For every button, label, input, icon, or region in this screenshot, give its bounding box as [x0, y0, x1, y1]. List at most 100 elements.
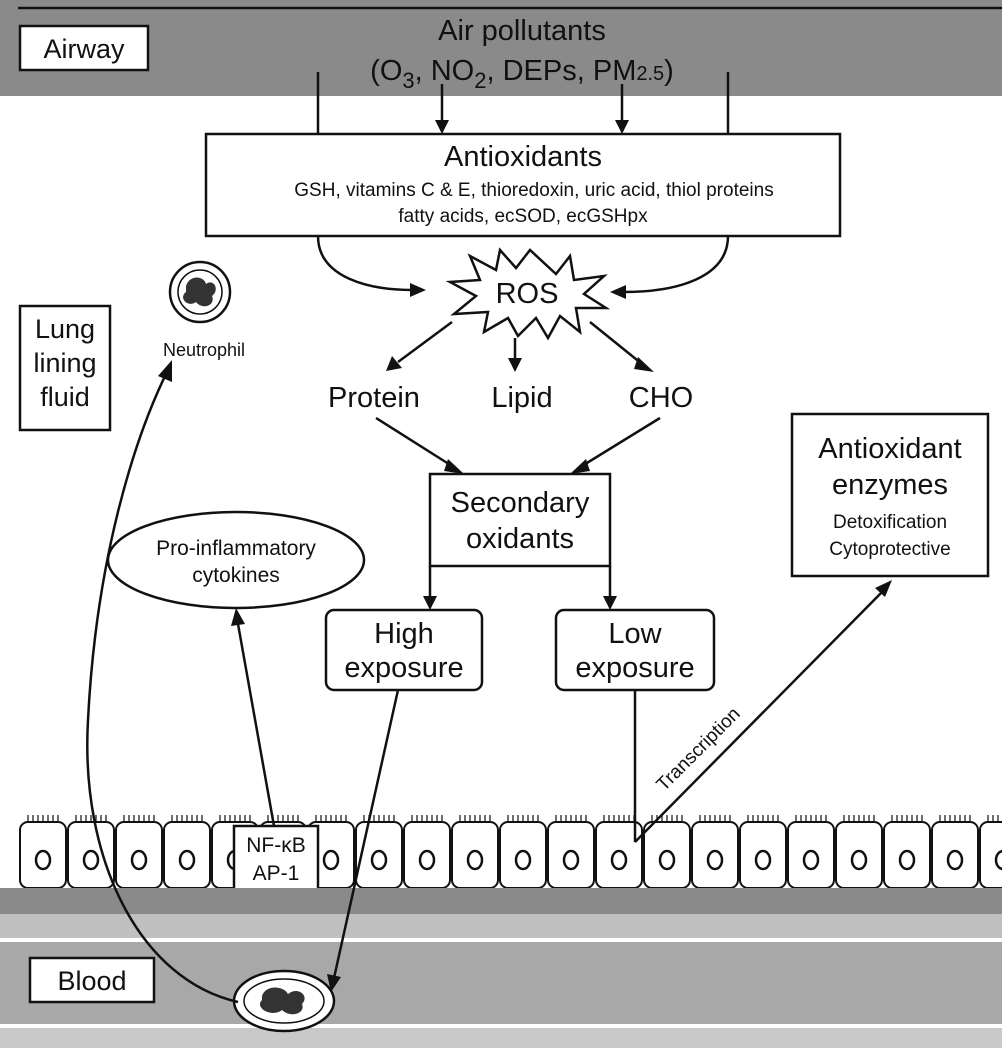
target-protein: Protein [328, 382, 420, 414]
cilia [603, 815, 635, 822]
cell-nucleus [466, 849, 484, 871]
arrowhead [610, 285, 626, 299]
airway-label: Airway [43, 34, 125, 64]
cell-nucleus [34, 849, 52, 871]
bottom-band [0, 1028, 1002, 1048]
neutrophil-migration-curve [86, 373, 239, 1004]
antioxidants-title: Antioxidants [444, 141, 602, 173]
antioxidants-line1: GSH, vitamins C & E, thioredoxin, uric a… [294, 180, 773, 201]
antioxidant-enzymes-effect1: Detoxification [833, 512, 947, 533]
air-pollutants-list: (O3, NO2, DEPs, PM2.5) [370, 55, 674, 93]
cell-nucleus [994, 849, 1002, 871]
cilia-row [27, 815, 999, 822]
nfkb-ap1-box [232, 824, 320, 892]
cilia [795, 815, 827, 822]
antioxidant-enzymes-effect2: Cytoprotective [829, 539, 950, 560]
target-cho: CHO [629, 382, 693, 414]
antioxidants-box [204, 132, 842, 238]
high-exposure-line1: High [374, 618, 434, 650]
cilia [843, 815, 875, 822]
ros-label: ROS [496, 278, 559, 310]
secondary-oxidants-line1: Secondary [451, 487, 590, 519]
neutrophil-icon [168, 260, 232, 324]
basement-band-mid [0, 914, 1002, 938]
arrowhead [875, 580, 892, 597]
antioxidant-curve-left [316, 235, 413, 292]
transcription-arrow [634, 589, 885, 843]
protein-to-secondary-arrow [375, 416, 453, 468]
nfkb-label: NF-κB [246, 834, 306, 857]
blood-band [0, 942, 1002, 1024]
cell-nucleus [802, 849, 820, 871]
cilia [27, 815, 59, 822]
cilia [123, 815, 155, 822]
arrowhead [386, 356, 402, 371]
cilia [939, 815, 971, 822]
air-pollutants-title: Air pollutants [438, 15, 606, 47]
nfkb-to-cytokines-arrow [236, 623, 276, 827]
cho-to-secondary-arrow [581, 416, 661, 468]
arrowhead [435, 120, 449, 134]
cilia [699, 815, 731, 822]
ros-to-protein-arrow [397, 320, 453, 364]
lung-lining-fluid-box [18, 304, 112, 432]
arrowhead [508, 358, 522, 372]
arrowhead [410, 283, 426, 297]
cell-nucleus [418, 849, 436, 871]
arrowhead [603, 596, 617, 610]
cilia [747, 815, 779, 822]
epithelial-cell-row [19, 821, 1002, 889]
cilia [987, 815, 999, 822]
cell-nucleus [850, 849, 868, 871]
airway-label-box [18, 24, 150, 72]
cell-nucleus [946, 849, 964, 871]
antioxidants-line2: fatty acids, ecSOD, ecGSHpx [398, 206, 648, 227]
antioxidant-enzymes-box [790, 412, 990, 578]
ros-to-cho-arrow [589, 321, 643, 365]
cell-nucleus [130, 849, 148, 871]
cell-nucleus [706, 849, 724, 871]
arrowhead [615, 120, 629, 134]
cell-nucleus [658, 849, 676, 871]
cytokines-ellipse [106, 510, 366, 610]
antioxidant-curve-right [623, 235, 730, 294]
lung-lining-fluid-line1: Lung [35, 314, 95, 344]
basement-band-dark [0, 888, 1002, 914]
cilia [411, 815, 443, 822]
lung-lining-fluid-line2: lining [33, 348, 96, 378]
arrowhead [634, 357, 654, 372]
cilia [459, 815, 491, 822]
ros-starburst [445, 247, 611, 341]
antioxidant-enzymes-title2: enzymes [832, 469, 948, 501]
cilia [315, 815, 347, 822]
airway-band [0, 0, 1002, 96]
cell-nucleus [322, 849, 340, 871]
target-lipid: Lipid [491, 382, 552, 414]
cilia [555, 815, 587, 822]
low-exposure-line1: Low [608, 618, 662, 650]
ap1-label: AP-1 [253, 862, 300, 885]
cytokines-line2: cytokines [192, 564, 280, 587]
arrowhead [570, 459, 590, 474]
antioxidant-enzymes-title1: Antioxidant [818, 433, 962, 465]
cilia [219, 815, 251, 822]
lung-lining-fluid-line3: fluid [40, 382, 90, 412]
cilia [891, 815, 923, 822]
low-exposure-line2: exposure [575, 652, 694, 684]
high-exposure-to-blood-arrow [332, 689, 400, 979]
arrowhead [158, 360, 172, 382]
secondary-oxidants-line2: oxidants [466, 523, 574, 555]
cell-nucleus [82, 849, 100, 871]
transcription-label: Transcription [653, 704, 745, 796]
blood-label-box [28, 956, 156, 1004]
cell-nucleus [562, 849, 580, 871]
high-exposure-line2: exposure [344, 652, 463, 684]
arrowhead [327, 974, 341, 992]
cytokines-line1: Pro-inflammatory [156, 537, 316, 560]
cilia [507, 815, 539, 822]
cell-nucleus [370, 849, 388, 871]
cell-nucleus [754, 849, 772, 871]
arrowhead [231, 608, 245, 626]
cilia [171, 815, 203, 822]
